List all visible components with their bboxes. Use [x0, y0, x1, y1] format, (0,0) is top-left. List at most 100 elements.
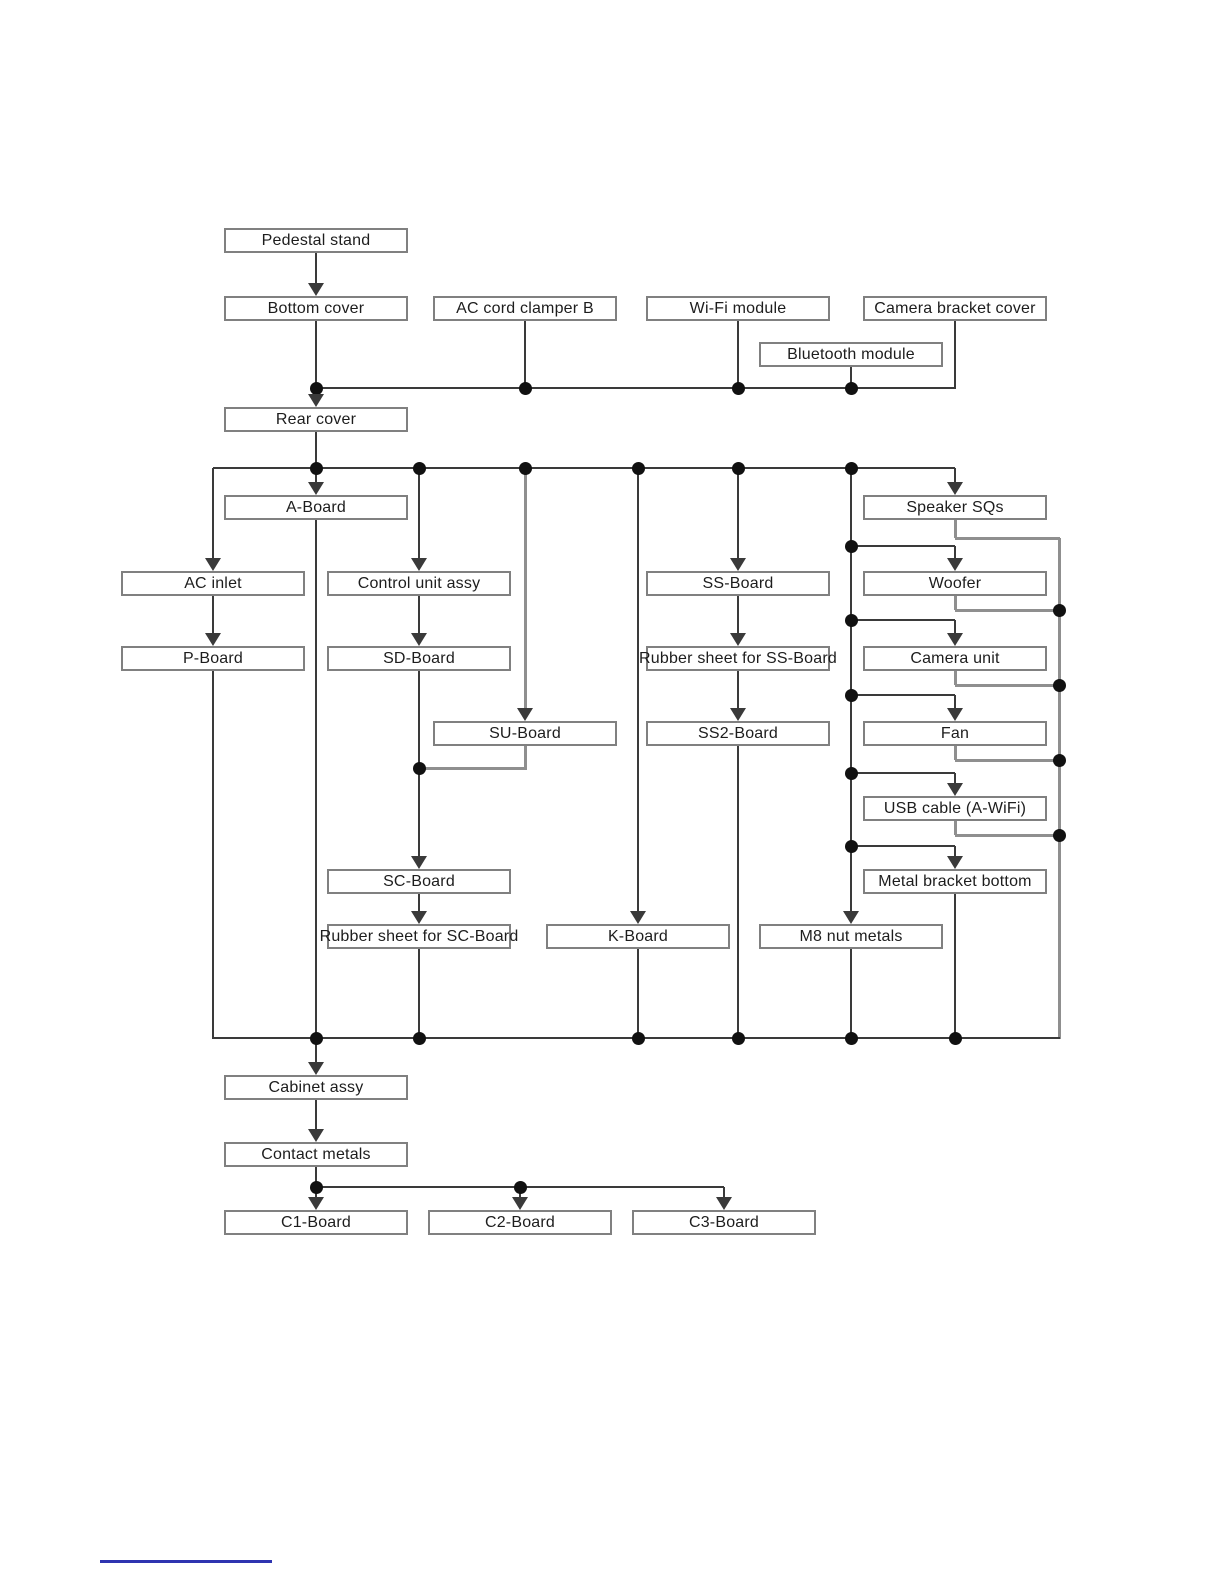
connector-line — [737, 321, 739, 388]
node-label: P-Board — [182, 649, 244, 667]
connector-line — [315, 253, 317, 288]
connector-line — [954, 894, 956, 1038]
down-arrowhead — [308, 283, 324, 296]
node-label: Fan — [940, 724, 970, 742]
node-label: SU-Board — [489, 724, 561, 742]
down-arrowhead — [947, 633, 963, 646]
connector-line — [737, 746, 739, 1038]
connector-line — [315, 1100, 317, 1137]
down-arrowhead — [308, 482, 324, 495]
node-camera-bracket-cover: Camera bracket cover — [863, 296, 1047, 321]
node-label: Rubber sheet for SS-Board — [639, 649, 837, 667]
down-arrowhead — [630, 911, 646, 924]
connector-line — [955, 758, 1059, 762]
node-label: Camera bracket cover — [874, 299, 1036, 317]
node-control-unit-assy: Control unit assy — [327, 571, 511, 596]
connector-line — [851, 545, 955, 547]
down-arrowhead — [205, 633, 221, 646]
connector-line — [315, 468, 317, 488]
connector-line — [723, 1187, 725, 1205]
connector-line — [850, 367, 852, 388]
connector-line — [851, 619, 955, 621]
junction-dot — [844, 766, 858, 780]
node-k-board: K-Board — [546, 924, 730, 949]
node-rear-cover: Rear cover — [224, 407, 408, 432]
down-arrowhead — [512, 1197, 528, 1210]
connector-line — [1057, 538, 1061, 1039]
connector-line — [953, 596, 957, 610]
junction-dot — [309, 1180, 323, 1194]
down-arrowhead — [411, 558, 427, 571]
node-wifi-module: Wi-Fi module — [646, 296, 830, 321]
connector-line — [524, 321, 526, 388]
connector-line — [955, 683, 1059, 687]
node-label: SD-Board — [383, 649, 455, 667]
connector-line — [212, 671, 214, 1039]
connector-line — [213, 467, 955, 469]
connector-line — [637, 468, 639, 917]
node-label: C2-Board — [484, 1213, 556, 1231]
down-arrowhead — [947, 856, 963, 869]
connector-line — [953, 746, 957, 760]
junction-dot — [731, 381, 745, 395]
connector-line — [953, 821, 957, 835]
node-label: Wi-Fi module — [689, 299, 787, 317]
node-usb-cable-a-wifi: USB cable (A-WiFi) — [863, 796, 1047, 821]
node-p-board: P-Board — [121, 646, 305, 671]
node-label: USB cable (A-WiFi) — [883, 799, 1027, 817]
junction-dot — [412, 461, 426, 475]
node-sc-board: SC-Board — [327, 869, 511, 894]
junction-dot — [844, 381, 858, 395]
down-arrowhead — [947, 783, 963, 796]
connector-line — [954, 468, 956, 488]
node-a-board: A-Board — [224, 495, 408, 520]
connector-line — [418, 468, 420, 564]
connector-line — [954, 773, 956, 789]
connector-line — [953, 671, 957, 685]
node-label: M8 nut metals — [799, 927, 903, 945]
node-label: SC-Board — [383, 872, 455, 890]
connector-line — [316, 387, 955, 389]
down-arrowhead — [947, 708, 963, 721]
node-bluetooth-module: Bluetooth module — [759, 342, 943, 367]
connector-line — [954, 321, 956, 389]
connector-line — [851, 845, 955, 847]
connector-line — [315, 1167, 317, 1187]
junction-dot — [631, 461, 645, 475]
node-label: Speaker SQs — [906, 498, 1004, 516]
connector-line — [418, 894, 420, 917]
node-label: SS2-Board — [697, 724, 779, 742]
junction-dot — [948, 1031, 962, 1045]
node-bottom-cover: Bottom cover — [224, 296, 408, 321]
node-ss2-board: SS2-Board — [646, 721, 830, 746]
node-contact-metals: Contact metals — [224, 1142, 408, 1167]
node-fan: Fan — [863, 721, 1047, 746]
node-rubber-sheet-ss-board: Rubber sheet for SS-Board — [639, 646, 837, 671]
node-label: Rubber sheet for SC-Board — [319, 927, 519, 945]
junction-dot — [731, 1031, 745, 1045]
node-label: AC inlet — [184, 574, 242, 592]
junction-dot — [1052, 603, 1066, 617]
junction-dot — [412, 1031, 426, 1045]
connector-line — [523, 746, 527, 770]
connector-line — [955, 833, 1059, 837]
node-label: A-Board — [285, 498, 347, 516]
node-label: K-Board — [607, 927, 669, 945]
node-label: C1-Board — [280, 1213, 352, 1231]
connector-line — [737, 596, 739, 640]
junction-dot — [518, 381, 532, 395]
connector-line — [315, 1187, 317, 1205]
connector-line — [519, 1187, 521, 1205]
node-label: Cabinet assy — [268, 1078, 364, 1096]
node-metal-bracket-bottom: Metal bracket bottom — [863, 869, 1047, 894]
junction-dot — [844, 461, 858, 475]
connector-line — [212, 468, 214, 564]
connector-line — [212, 596, 214, 640]
node-woofer: Woofer — [863, 571, 1047, 596]
node-pedestal-stand: Pedestal stand — [224, 228, 408, 253]
junction-dot — [513, 1180, 527, 1194]
connector-line — [954, 620, 956, 639]
down-arrowhead — [843, 911, 859, 924]
